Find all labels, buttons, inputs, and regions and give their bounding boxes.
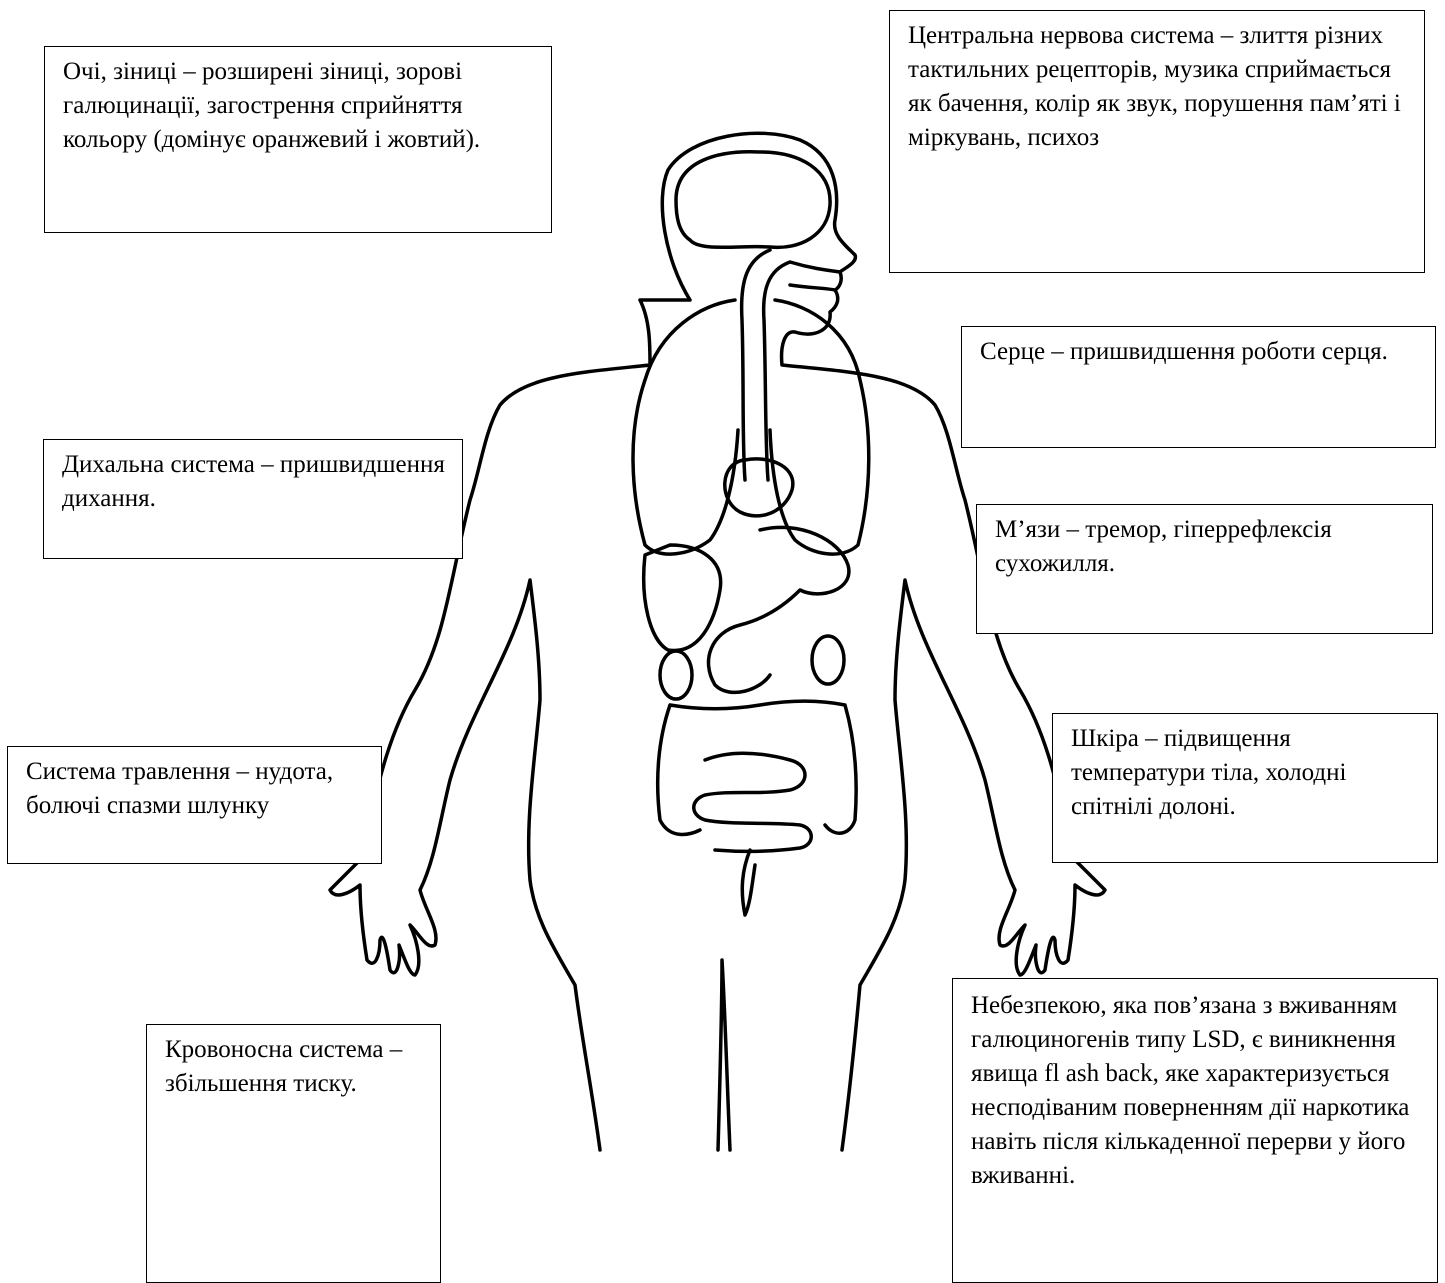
label-flashback-text: Небезпекою, яка пов’язана з вживанням га…	[971, 989, 1427, 1193]
label-muscles: М’язи – тремор, гіперрефлексія сухожилля…	[976, 504, 1433, 634]
label-respiratory: Дихальна система – пришвидшення дихання.	[43, 439, 463, 559]
label-eyes-text: Очі, зіниці – розширені зіниці, зорові г…	[63, 55, 541, 157]
leg-divider	[718, 960, 730, 1150]
label-circulatory: Кровоносна система – збільшення тиску.	[146, 1024, 441, 1283]
label-circulatory-text: Кровоносна система – збільшення тиску.	[165, 1033, 430, 1101]
label-flashback: Небезпекою, яка пов’язана з вживанням га…	[952, 978, 1438, 1283]
small-intestine	[694, 753, 812, 851]
label-skin: Шкіра – підвищення температури тіла, хол…	[1052, 713, 1438, 863]
label-heart: Серце – пришвидшення роботи серця.	[961, 326, 1436, 448]
label-muscles-text: М’язи – тремор, гіперрефлексія сухожилля…	[995, 513, 1422, 581]
left-kidney	[660, 651, 692, 699]
label-digestive: Система травлення – нудота, болючі спазм…	[7, 746, 382, 864]
right-kidney	[812, 636, 844, 684]
large-intestine	[658, 701, 856, 834]
brain	[676, 152, 830, 248]
label-respiratory-text: Дихальна система – пришвидшення дихання.	[62, 448, 452, 516]
label-digestive-text: Система травлення – нудота, болючі спазм…	[26, 755, 371, 823]
liver	[644, 545, 721, 650]
label-heart-text: Серце – пришвидшення роботи серця.	[980, 335, 1425, 369]
label-cns: Центральна нервова система – злиття різн…	[889, 10, 1425, 273]
rectum	[742, 850, 755, 915]
label-cns-text: Центральна нервова система – злиття різн…	[908, 19, 1414, 155]
label-eyes: Очі, зіниці – розширені зіниці, зорові г…	[44, 46, 552, 233]
label-skin-text: Шкіра – підвищення температури тіла, хол…	[1071, 722, 1427, 824]
